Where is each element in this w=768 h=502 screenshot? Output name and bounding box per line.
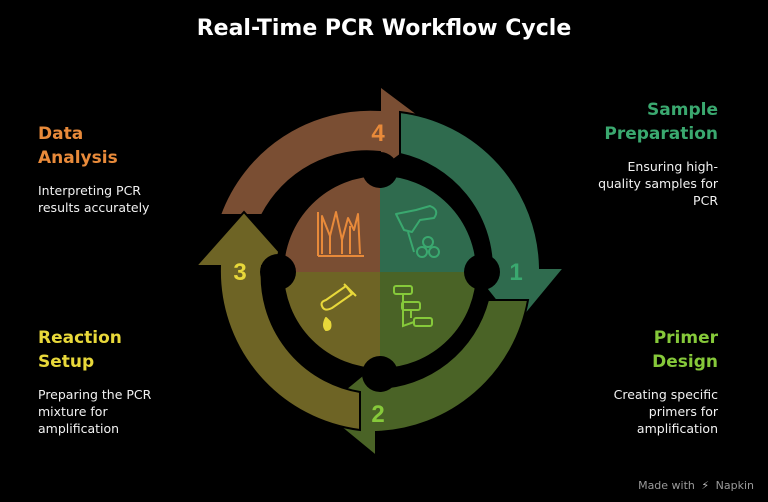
page-title: Real-Time PCR Workflow Cycle [196,16,572,41]
pipette-beaker-icon [395,205,440,258]
description-line: quality samples for [598,176,718,191]
step-description: Preparing the PCR mixture for amplificat… [38,386,238,437]
description-line: Ensuring high- [627,159,718,174]
quadrant-primer-design [380,272,480,372]
napkin-logo-icon: ⚡ [701,479,710,492]
description-line: amplification [636,421,718,436]
description-line: amplification [38,421,120,436]
step-data-analysis: Data Analysis Interpreting PCR results a… [38,122,218,216]
step-description: Creating specific primers for amplificat… [518,386,718,437]
description-line: results accurately [38,200,150,215]
heading-line: Preparation [604,124,718,144]
step-number-4: 4 [371,120,385,147]
flowchart-icon [393,285,433,328]
heading-line: Data [38,124,84,144]
step-description: Interpreting PCR results accurately [38,182,218,216]
heading-line: Design [652,352,718,372]
arc-step-2 [318,299,530,459]
step-heading: Sample Preparation [518,98,718,146]
step-heading: Reaction Setup [38,326,238,374]
arc-step-3 [193,210,361,432]
quadrant-data-analysis [280,172,380,272]
description-line: PCR [693,193,718,208]
description-line: Creating specific [613,387,718,402]
arc-step-1 [399,110,567,328]
test-tube-icon [320,283,357,331]
description-line: mixture for [38,404,108,419]
step-primer-design: Primer Design Creating specific primers … [518,326,718,437]
heading-line: Sample [647,100,718,120]
watermark-brand: Napkin [715,479,754,492]
inner-circle [260,152,500,392]
arc-step-4 [218,84,438,216]
description-line: Preparing the PCR [38,387,152,402]
step-heading: Primer Design [518,326,718,374]
description-line: Interpreting PCR [38,183,141,198]
chart-icon [317,211,364,257]
watermark-text: Made with [638,479,695,492]
step-reaction-setup: Reaction Setup Preparing the PCR mixture… [38,326,238,437]
heading-line: Analysis [38,148,118,168]
heading-line: Reaction [38,328,122,348]
step-description: Ensuring high- quality samples for PCR [518,158,718,209]
step-sample-preparation: Sample Preparation Ensuring high- qualit… [518,98,718,209]
heading-line: Primer [653,328,718,348]
step-number-2: 2 [371,401,384,428]
watermark: Made with ⚡ Napkin [638,479,754,492]
quadrant-sample-preparation [380,172,480,272]
step-number-1: 1 [509,259,522,286]
heading-line: Setup [38,352,95,372]
step-number-3: 3 [233,259,246,286]
description-line: primers for [648,404,718,419]
step-heading: Data Analysis [38,122,218,170]
